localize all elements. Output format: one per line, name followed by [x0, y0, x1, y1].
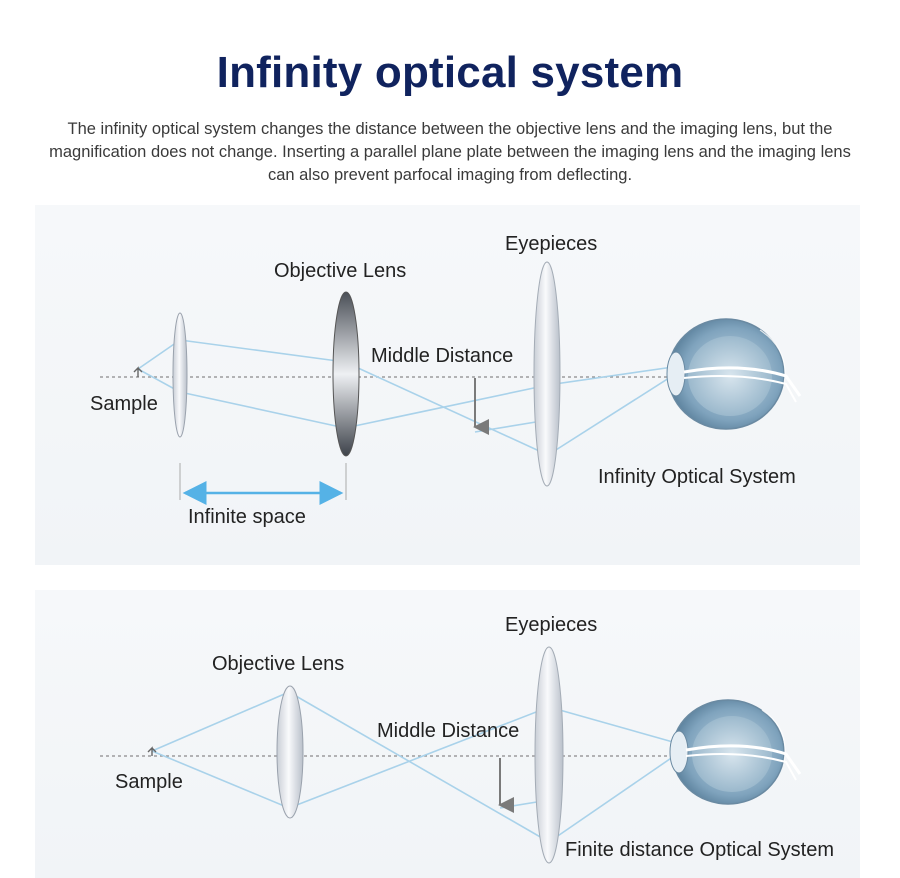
- system-caption: Infinity Optical System: [598, 466, 796, 488]
- sample-label: Sample: [90, 393, 158, 415]
- page-description: The infinity optical system changes the …: [49, 120, 851, 184]
- infinite-space-label: Infinite space: [188, 506, 306, 528]
- sample-label: Sample: [115, 771, 183, 793]
- page-title: Infinity optical system: [216, 48, 684, 97]
- eyepiece-lens: [533, 261, 561, 487]
- finite-diagram: [100, 646, 802, 864]
- objective-lens: [276, 685, 304, 819]
- system-caption: Finite distance Optical System: [565, 839, 834, 861]
- front-lens: [172, 312, 188, 438]
- middle-distance-label: Middle Distance: [377, 720, 520, 742]
- infinity-diagram: [100, 261, 802, 505]
- sample-marker: [147, 746, 157, 756]
- objective-lens-label: Objective Lens: [274, 260, 407, 282]
- light-rays: [151, 691, 681, 843]
- objective-lens-label: Objective Lens: [212, 653, 345, 675]
- eyepiece-lens: [534, 646, 564, 864]
- sample-marker: [133, 366, 143, 377]
- eye-icon: [666, 318, 802, 430]
- eyepieces-label: Eyepieces: [505, 233, 598, 255]
- eye-icon: [669, 699, 802, 805]
- middle-distance-label: Middle Distance: [371, 345, 514, 367]
- objective-lens: [332, 291, 360, 457]
- eyepieces-label: Eyepieces: [505, 614, 598, 636]
